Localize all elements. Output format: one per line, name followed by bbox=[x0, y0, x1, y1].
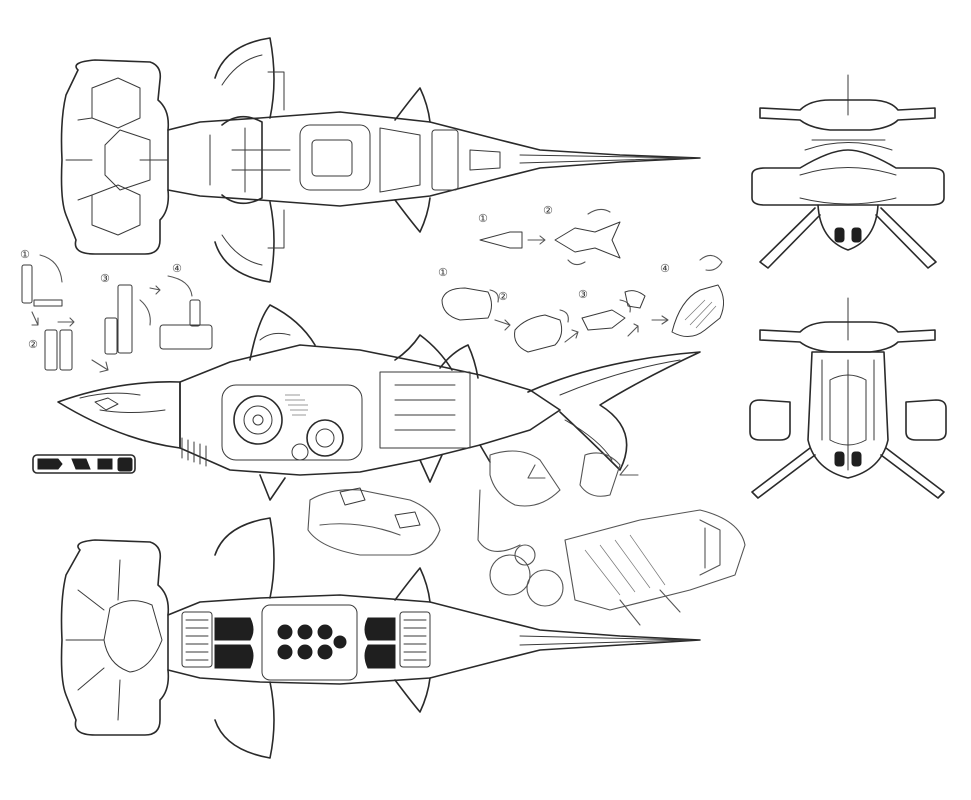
sketch-armor bbox=[477, 450, 746, 626]
step-2-label: ② bbox=[28, 338, 38, 351]
sequence-left: ① ② ③ ④ bbox=[20, 248, 213, 373]
mid-step-1-label: ① bbox=[438, 266, 448, 279]
front-view bbox=[751, 74, 945, 269]
mid-step-2-label: ② bbox=[498, 290, 508, 303]
sketch-gauntlet bbox=[307, 487, 441, 556]
rear-view bbox=[749, 297, 947, 499]
tail-step-1-label: ① bbox=[478, 212, 488, 225]
top-view bbox=[60, 37, 701, 283]
bottom-view bbox=[60, 517, 701, 759]
mid-step-3-label: ③ bbox=[578, 288, 588, 301]
tail-step-2-label: ② bbox=[543, 204, 553, 217]
sequence-tail: ① ② bbox=[478, 204, 621, 266]
sequence-middle: ① ② ③ ④ bbox=[438, 254, 724, 353]
detached-part bbox=[32, 454, 136, 474]
side-view bbox=[57, 304, 701, 501]
step-3-label: ③ bbox=[100, 272, 110, 285]
mid-step-4-label: ④ bbox=[660, 262, 670, 275]
step-4-label: ④ bbox=[172, 262, 182, 275]
step-1-label: ① bbox=[20, 248, 30, 261]
